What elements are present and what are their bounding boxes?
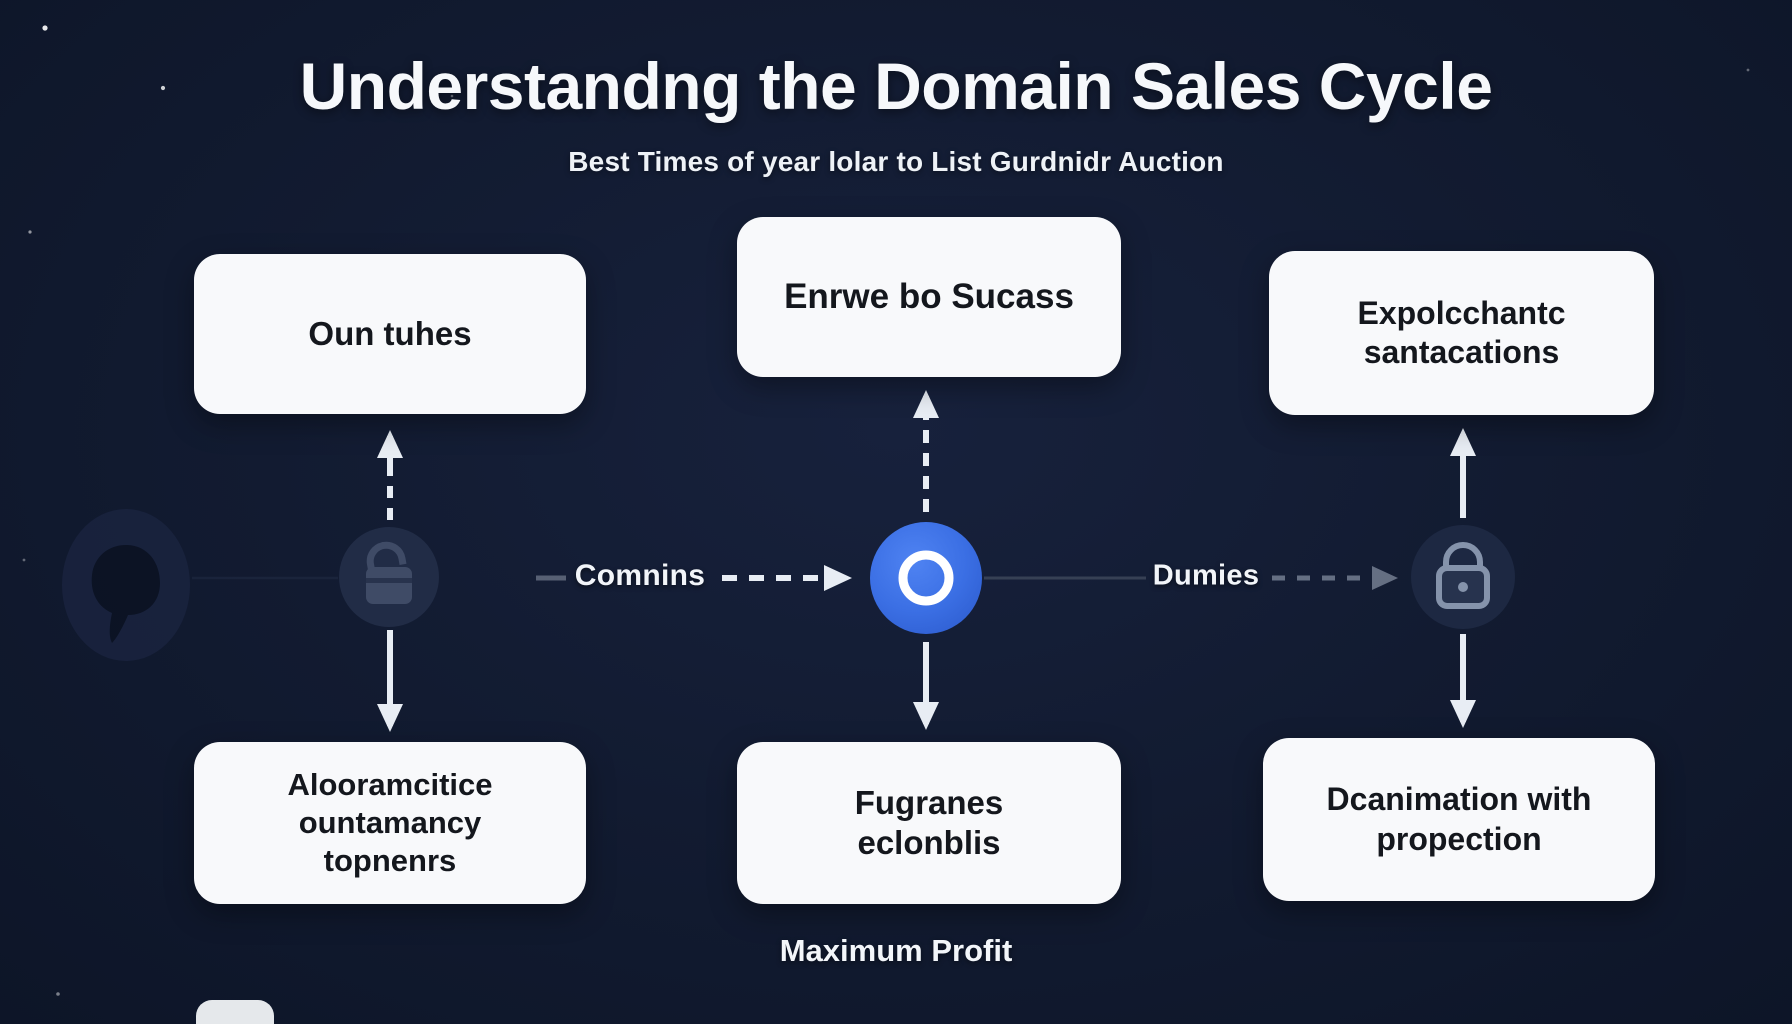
page-subtitle: Best Times of year lolar to List Gurdnid… — [568, 146, 1224, 177]
node-bottom-left: Alooramcitice ountamancy topnenrs — [194, 742, 586, 904]
node-bottom-center: Fugranes eclonblis — [737, 742, 1121, 904]
star-dots — [22, 25, 1750, 996]
node-top-left: Oun tuhes — [194, 254, 586, 414]
padlock-icon-right — [1411, 525, 1515, 629]
corner-blob — [196, 1000, 274, 1024]
node-top-center: Enrwe bo Sucass — [737, 217, 1121, 377]
node-top-right: Expolcchantc santacations — [1269, 251, 1654, 415]
connector-label-right: Dumies — [1152, 559, 1260, 592]
node-bottom-right: Dcanimation with propection — [1263, 738, 1655, 901]
padlock-icon-left — [339, 527, 439, 627]
bottom-caption: Maximum Profit — [779, 933, 1013, 968]
connector-label-left: Comnins — [574, 559, 706, 592]
watermark-leaf-icon — [62, 509, 190, 661]
hub-ring-icon — [870, 522, 982, 634]
page-title: Understandng the Domain Sales Cycle — [299, 49, 1493, 123]
